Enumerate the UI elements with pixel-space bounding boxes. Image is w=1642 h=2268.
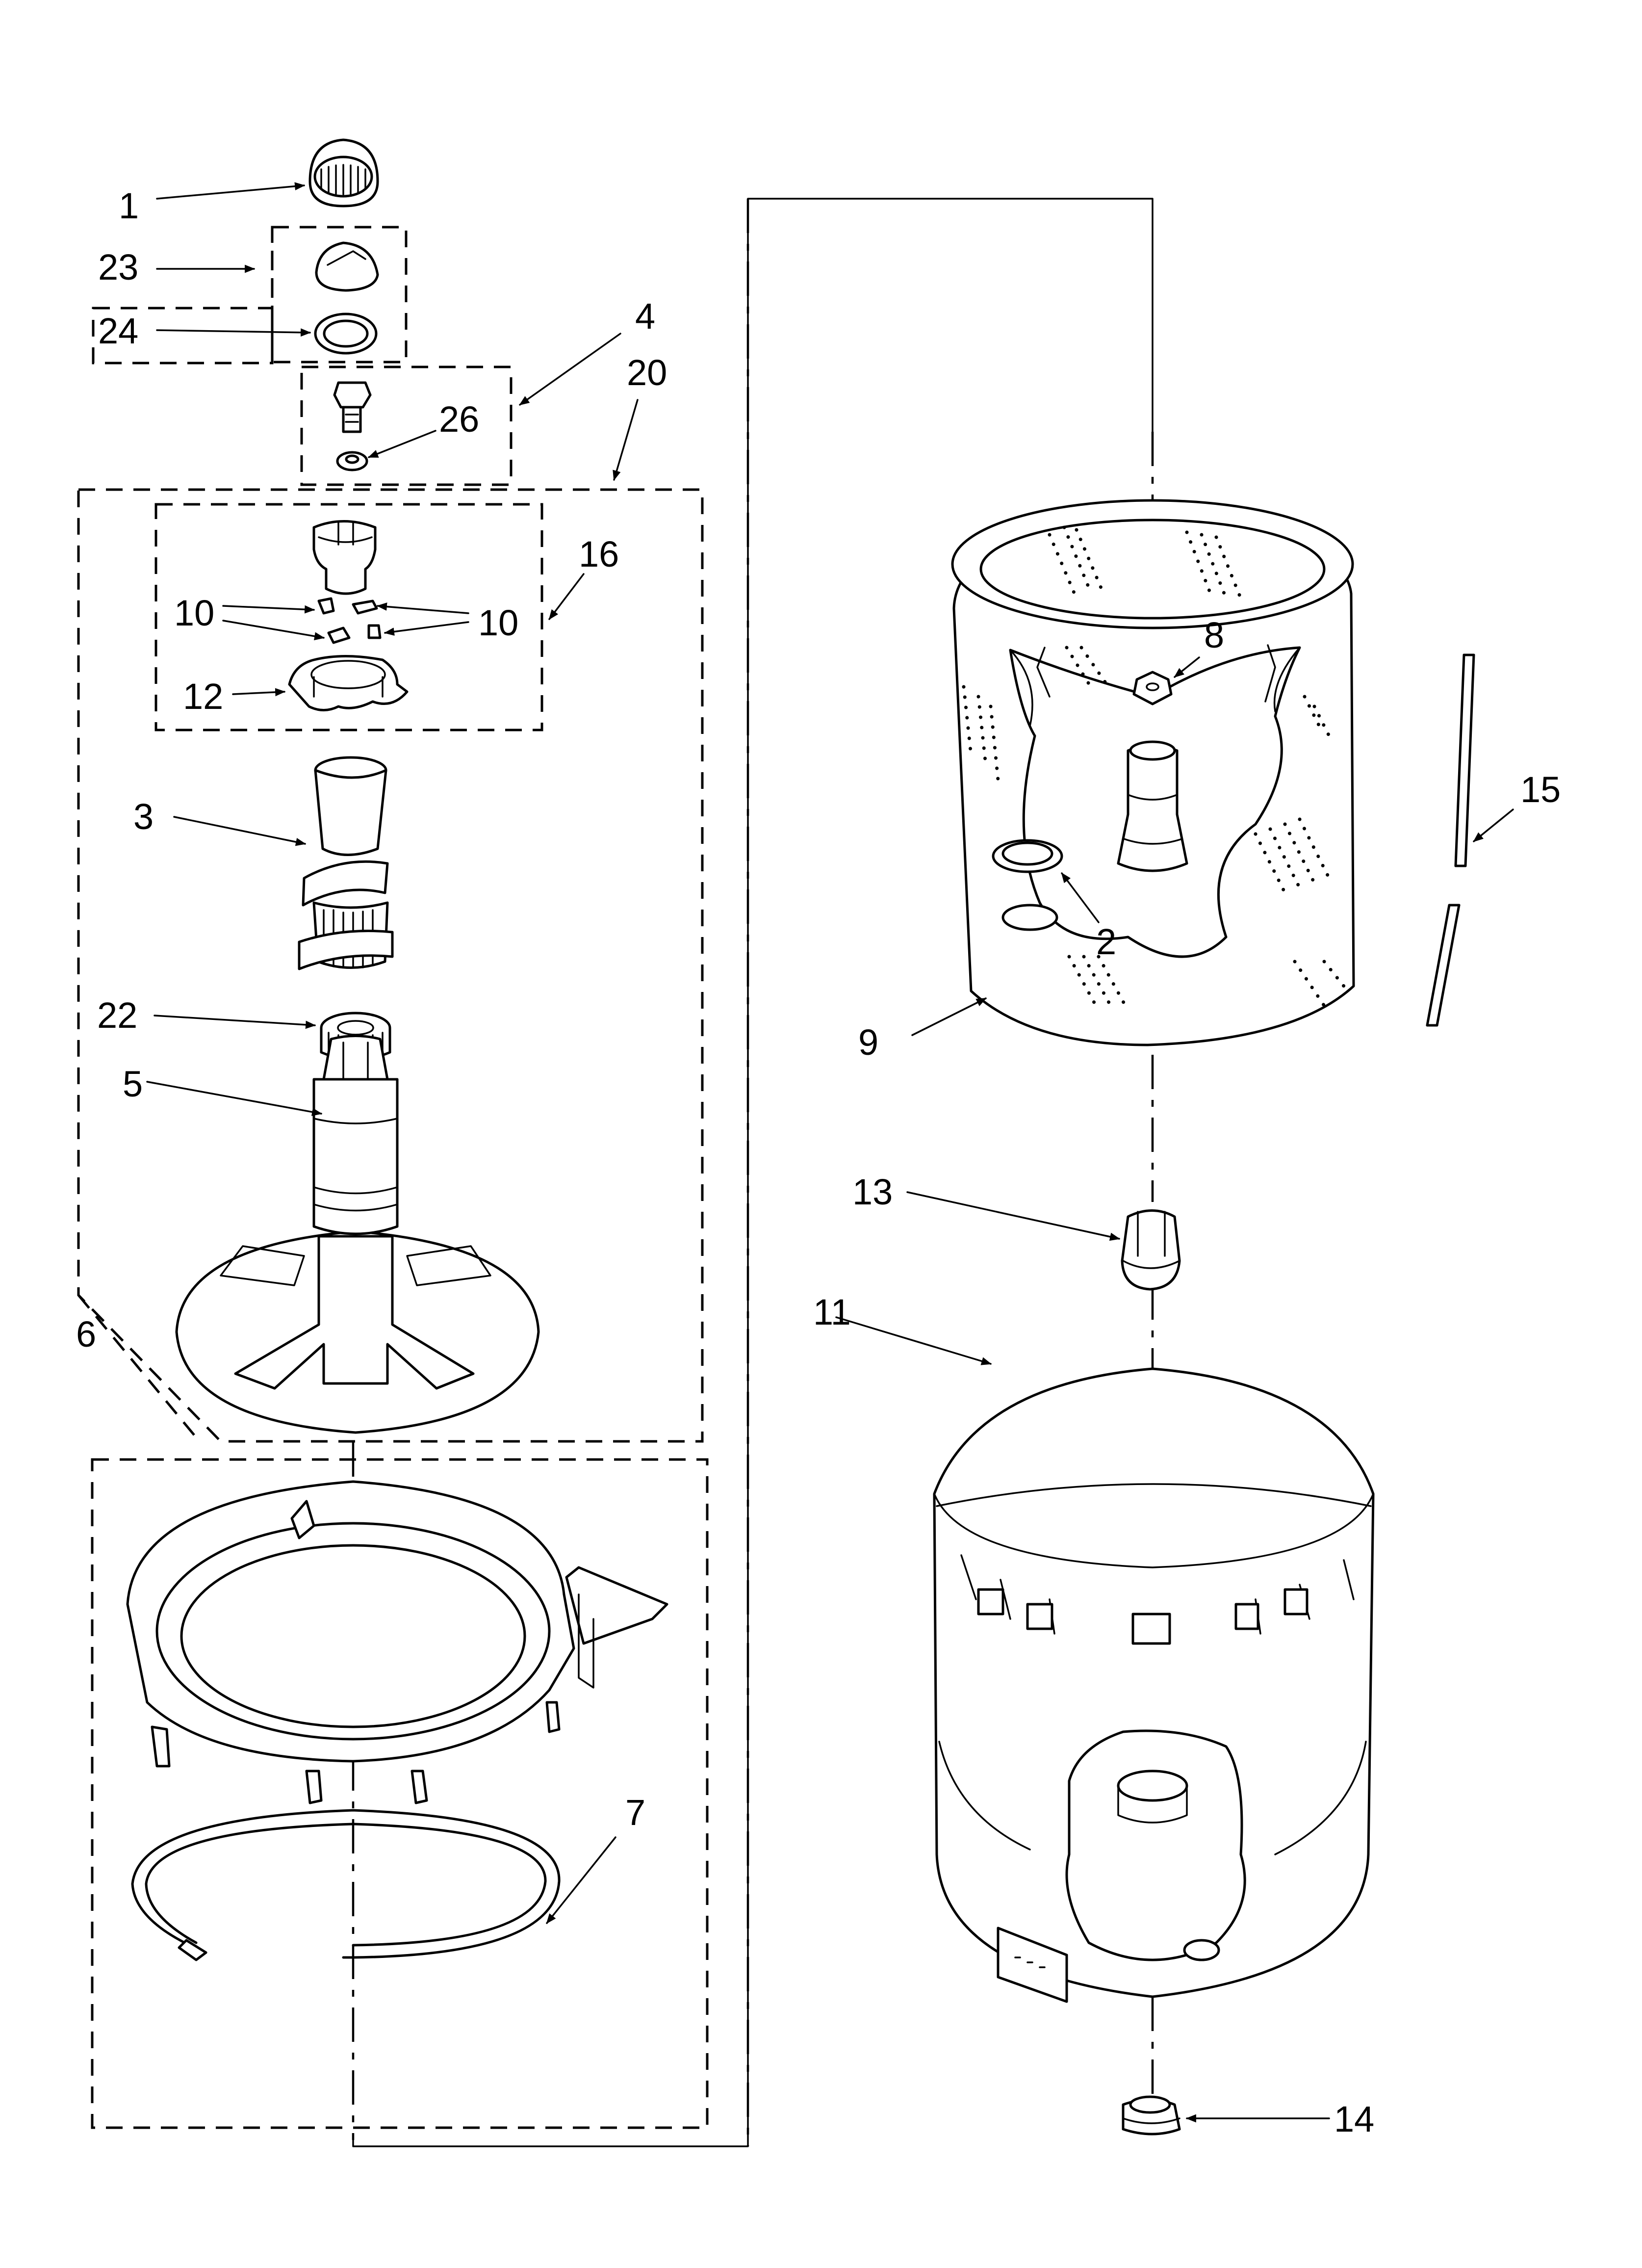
arrow-1: [156, 182, 306, 200]
label-2: 2: [1096, 921, 1116, 962]
part-4-bolt: [333, 381, 372, 433]
label-15: 15: [1520, 769, 1561, 810]
label-24: 24: [98, 311, 138, 351]
label-22: 22: [97, 995, 137, 1036]
part-24-ring: [314, 313, 378, 355]
arrow-20: [613, 399, 639, 481]
arrow-2: [1061, 872, 1100, 923]
label-8: 8: [1204, 615, 1224, 655]
part-9-basket: [951, 499, 1355, 1046]
box-23: [271, 226, 408, 364]
part-15-hose: [1426, 653, 1475, 1027]
arrow-15: [1473, 808, 1514, 842]
label-12: 12: [183, 676, 223, 717]
part-5-agitator: [175, 1035, 540, 1434]
arrow-26: [368, 430, 436, 458]
arrow-12: [232, 688, 286, 697]
arrow-13: [906, 1191, 1121, 1241]
label-1: 1: [119, 185, 139, 226]
part-12-dog: [288, 655, 409, 711]
arrow-5: [146, 1081, 323, 1116]
label-3: 3: [133, 796, 154, 837]
label-11: 11: [813, 1292, 851, 1332]
arrow-11: [835, 1316, 992, 1365]
label-20: 20: [627, 352, 667, 393]
arrow-7: [546, 1836, 616, 1924]
label-16: 16: [579, 534, 619, 574]
label-13: 13: [852, 1172, 893, 1212]
part-11-outer-tub: [933, 1367, 1375, 2003]
part-labels: 1 23 24 4 26 20 16 10 10 12 3 22 5 6 7 8…: [76, 185, 1561, 2139]
label-4: 4: [635, 296, 655, 337]
part-13-bushing: [1121, 1209, 1181, 1291]
arrow-4: [519, 333, 621, 406]
leader-arrows: [146, 182, 1514, 2123]
box-16: [154, 503, 543, 731]
arrow-10a-bottom: [222, 620, 325, 641]
arrow-10a-top: [222, 605, 315, 614]
label-7: 7: [625, 1792, 645, 1833]
part-10-clips: [317, 597, 382, 644]
arrow-10b-top: [376, 602, 469, 614]
part-23-cover: [315, 241, 379, 292]
part-7-ring: [131, 1809, 561, 1961]
arrow-8: [1174, 656, 1200, 678]
arrow-22: [154, 1015, 316, 1029]
part-3-auger: [298, 756, 394, 970]
box-6: [91, 1458, 709, 2129]
group-boxes: [77, 226, 709, 2129]
arrow-10b-bottom: [384, 621, 469, 636]
arrow-3: [173, 816, 307, 846]
label-10-left: 10: [174, 593, 214, 633]
part-16-hub: [312, 520, 377, 595]
part-1-cap: [308, 138, 379, 208]
label-23: 23: [98, 247, 138, 287]
arrow-16: [548, 573, 585, 620]
label-10-right: 10: [478, 602, 518, 643]
leader-6: [77, 1294, 197, 1438]
label-5: 5: [123, 1064, 143, 1104]
part-26-washer: [336, 451, 368, 471]
label-14: 14: [1334, 2099, 1374, 2139]
part-6-tub-ring: [126, 1480, 668, 1804]
arrow-24: [156, 328, 311, 337]
label-9: 9: [858, 1022, 878, 1063]
box-24-top: [93, 227, 274, 310]
box-20: [77, 488, 704, 1443]
label-6: 6: [76, 1314, 96, 1355]
label-26: 26: [439, 399, 479, 440]
part-14-plug: [1122, 2095, 1181, 2136]
box-4: [300, 365, 513, 486]
arrow-9: [911, 997, 987, 1036]
